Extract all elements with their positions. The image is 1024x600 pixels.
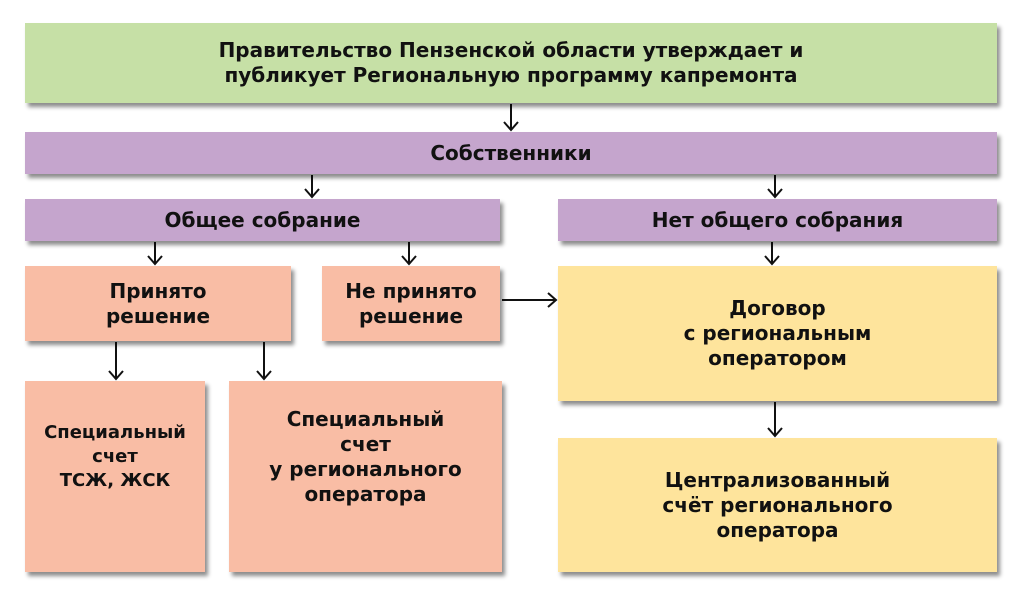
arrow-no-meeting-to-contract <box>764 242 780 266</box>
arrow-contract-to-centralized <box>767 402 783 438</box>
arrow-government-to-owners <box>503 104 519 132</box>
node-special-account-hoa: Специальный счет ТСЖ, ЖСК <box>25 381 205 572</box>
node-contract-regional-operator: Договор с региональным оператором <box>558 266 997 401</box>
node-no-general-meeting: Нет общего собрания <box>558 199 997 241</box>
node-general-meeting: Общее собрание <box>25 199 500 241</box>
node-government-program: Правительство Пензенской области утвержд… <box>25 23 997 103</box>
arrow-meeting-to-decision <box>147 242 163 266</box>
arrow-decision-to-operator-account <box>256 342 272 381</box>
arrow-owners-to-no-meeting <box>767 175 783 199</box>
arrow-owners-to-meeting <box>304 175 320 199</box>
node-decision-not-made: Не принято решение <box>322 266 500 341</box>
node-centralized-account: Централизованный счёт регионального опер… <box>558 438 997 572</box>
node-special-account-operator: Специальный счет у регионального операто… <box>229 381 502 572</box>
arrow-meeting-to-no-decision <box>401 242 417 266</box>
node-decision-made: Принято решение <box>25 266 291 341</box>
node-owners: Собственники <box>25 132 997 174</box>
arrow-decision-to-hoa-account <box>108 342 124 381</box>
arrow-no-decision-to-contract <box>502 292 558 308</box>
